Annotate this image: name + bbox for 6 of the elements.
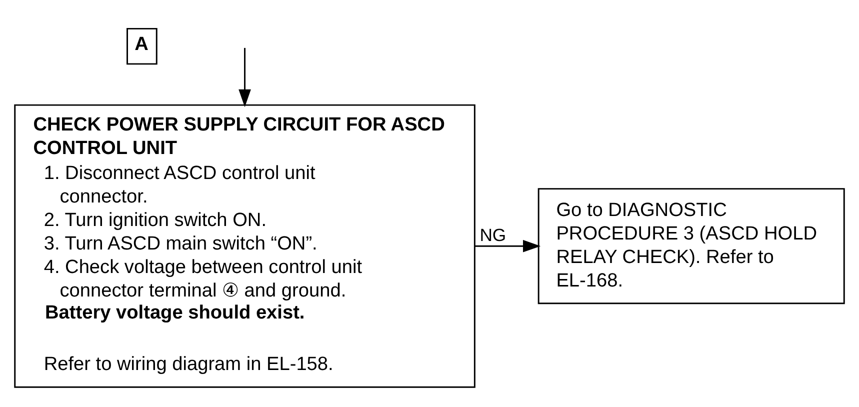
- arrow: [475, 240, 541, 252]
- arrow: [238, 48, 251, 108]
- edge-label: NG: [480, 225, 506, 246]
- node-box: CHECK POWER SUPPLY CIRCUIT FOR ASCD CONTROL UNIT 1. Disconnect ASCD control unit connector. 2. Turn ignition switch ON. 3. Turn ASCD main switch “ON”. 4. Check voltage between control unit connector terminal ④ and ground. Battery voltage should exist. Refer to wiring diagram in EL-158.: [14, 104, 476, 388]
- node-box: Go to DIAGNOSTIC PROCEDURE 3 (ASCD HOLD RELAY CHECK). Refer to EL-168.: [538, 188, 845, 304]
- label: A: [134, 34, 148, 55]
